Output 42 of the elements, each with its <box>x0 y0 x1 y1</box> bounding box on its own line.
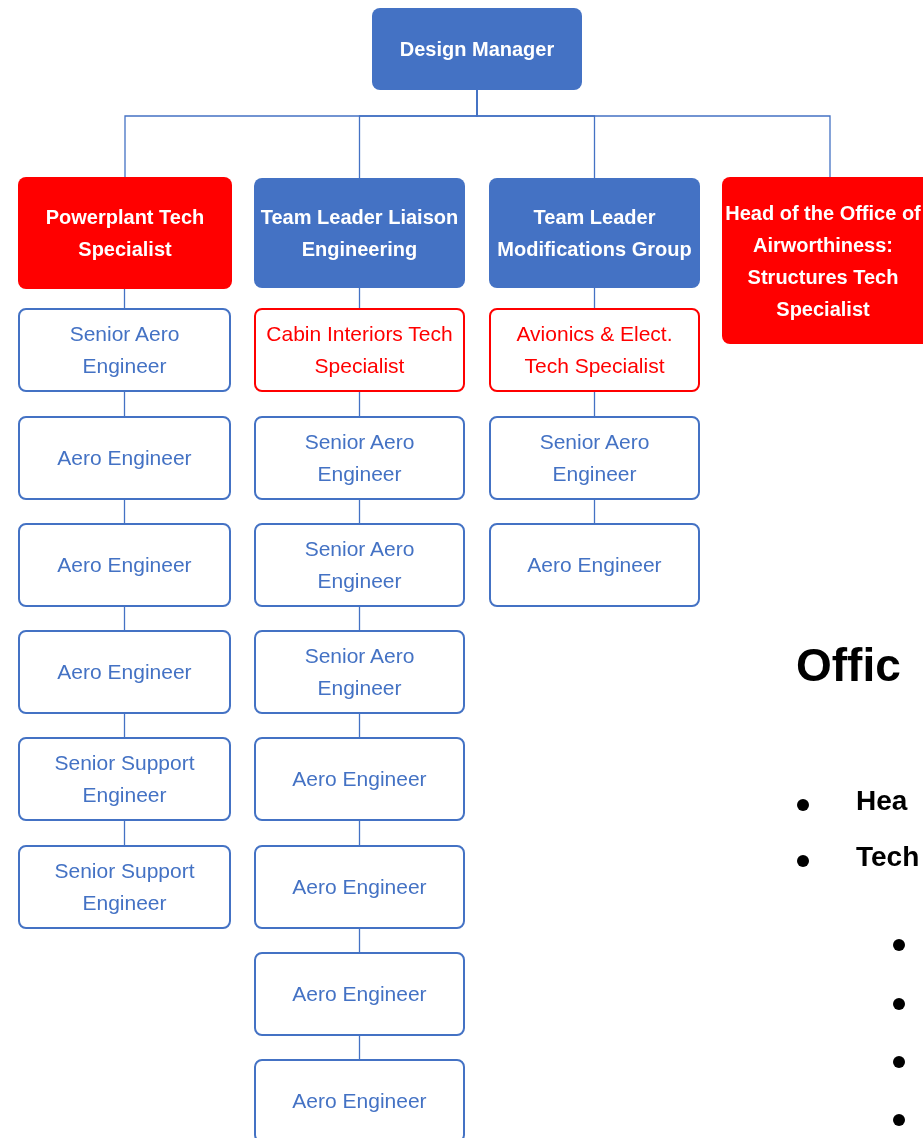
connector-line <box>593 287 596 309</box>
specialist-box: Head of the Office of Airworthiness: Structures Tech Specialist <box>722 177 923 344</box>
connector-line <box>358 820 361 846</box>
role-box: Aero Engineer <box>18 416 231 500</box>
specialist-box: Avionics & Elect. Tech Specialist <box>489 308 700 392</box>
role-box: Senior Support Engineer <box>18 845 231 929</box>
connector-line <box>123 820 126 846</box>
role-box: Senior Aero Engineer <box>254 630 465 714</box>
role-box: Senior Aero Engineer <box>18 308 231 392</box>
role-box: Aero Engineer <box>18 630 231 714</box>
connector-line <box>123 391 126 417</box>
heading: Offic <box>796 638 901 692</box>
connector-line <box>358 606 361 631</box>
role-box: Aero Engineer <box>254 737 465 821</box>
role-box: Senior Aero Engineer <box>254 416 465 500</box>
connector-line <box>593 391 596 417</box>
list-item: Hea <box>856 785 908 817</box>
connector-line <box>358 1035 361 1060</box>
connector-line <box>358 391 361 417</box>
connector-line <box>358 287 361 309</box>
connector-line <box>123 713 126 738</box>
role-box: Aero Engineer <box>489 523 700 607</box>
role-box: Aero Engineer <box>254 1059 465 1138</box>
role-box: Senior Support Engineer <box>18 737 231 821</box>
connector-line <box>358 713 361 738</box>
specialist-box: Cabin Interiors Tech Specialist <box>254 308 465 392</box>
role-box: Aero Engineer <box>254 845 465 929</box>
manager-box: Team Leader Liaison Engineering <box>254 178 465 288</box>
connector-line <box>123 606 126 631</box>
manager-box: Team Leader Modifications Group <box>489 178 700 288</box>
connector-line <box>358 499 361 524</box>
role-box: Senior Aero Engineer <box>254 523 465 607</box>
role-box: Aero Engineer <box>18 523 231 607</box>
specialist-box: Powerplant Tech Specialist <box>18 177 232 289</box>
manager-box: Design Manager <box>372 8 582 90</box>
role-box: Senior Aero Engineer <box>489 416 700 500</box>
list-item: Tech <box>856 841 920 873</box>
connector-line <box>358 928 361 953</box>
connector-line <box>123 288 126 309</box>
connector-line <box>593 499 596 524</box>
connector-line <box>123 499 126 524</box>
role-box: Aero Engineer <box>254 952 465 1036</box>
